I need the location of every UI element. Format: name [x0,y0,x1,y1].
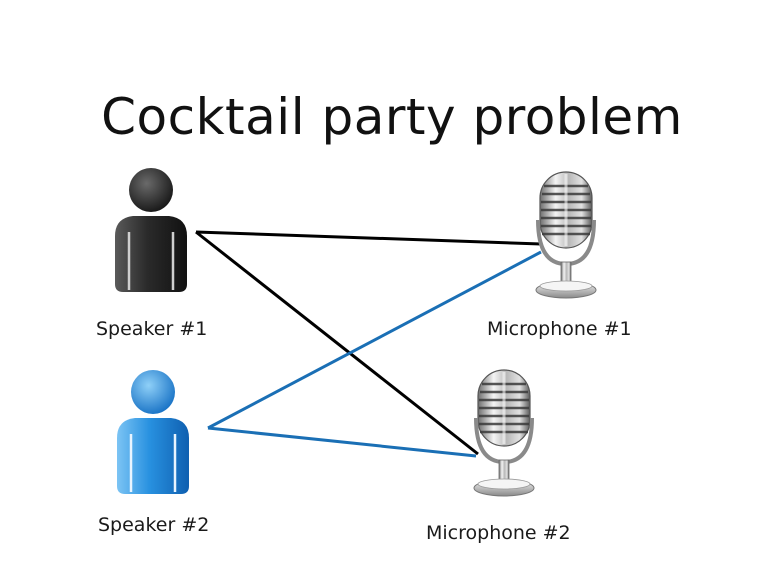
microphone-1-label: Microphone #1 [487,318,632,340]
link-speaker2-microphone2 [207,426,477,458]
microphone-icon [472,368,536,498]
person-icon [117,370,189,494]
microphone-icon [534,170,598,300]
link-speaker1-microphone1 [195,230,542,246]
speaker-1-label: Speaker #1 [96,318,208,340]
link-speaker2-microphone1 [207,250,542,430]
speaker-2-label: Speaker #2 [98,514,210,536]
slide-title: Cocktail party problem [101,88,683,146]
person-icon [115,168,187,292]
microphone-2-label: Microphone #2 [426,522,571,544]
connections [195,230,542,458]
link-speaker1-microphone2 [195,230,479,456]
